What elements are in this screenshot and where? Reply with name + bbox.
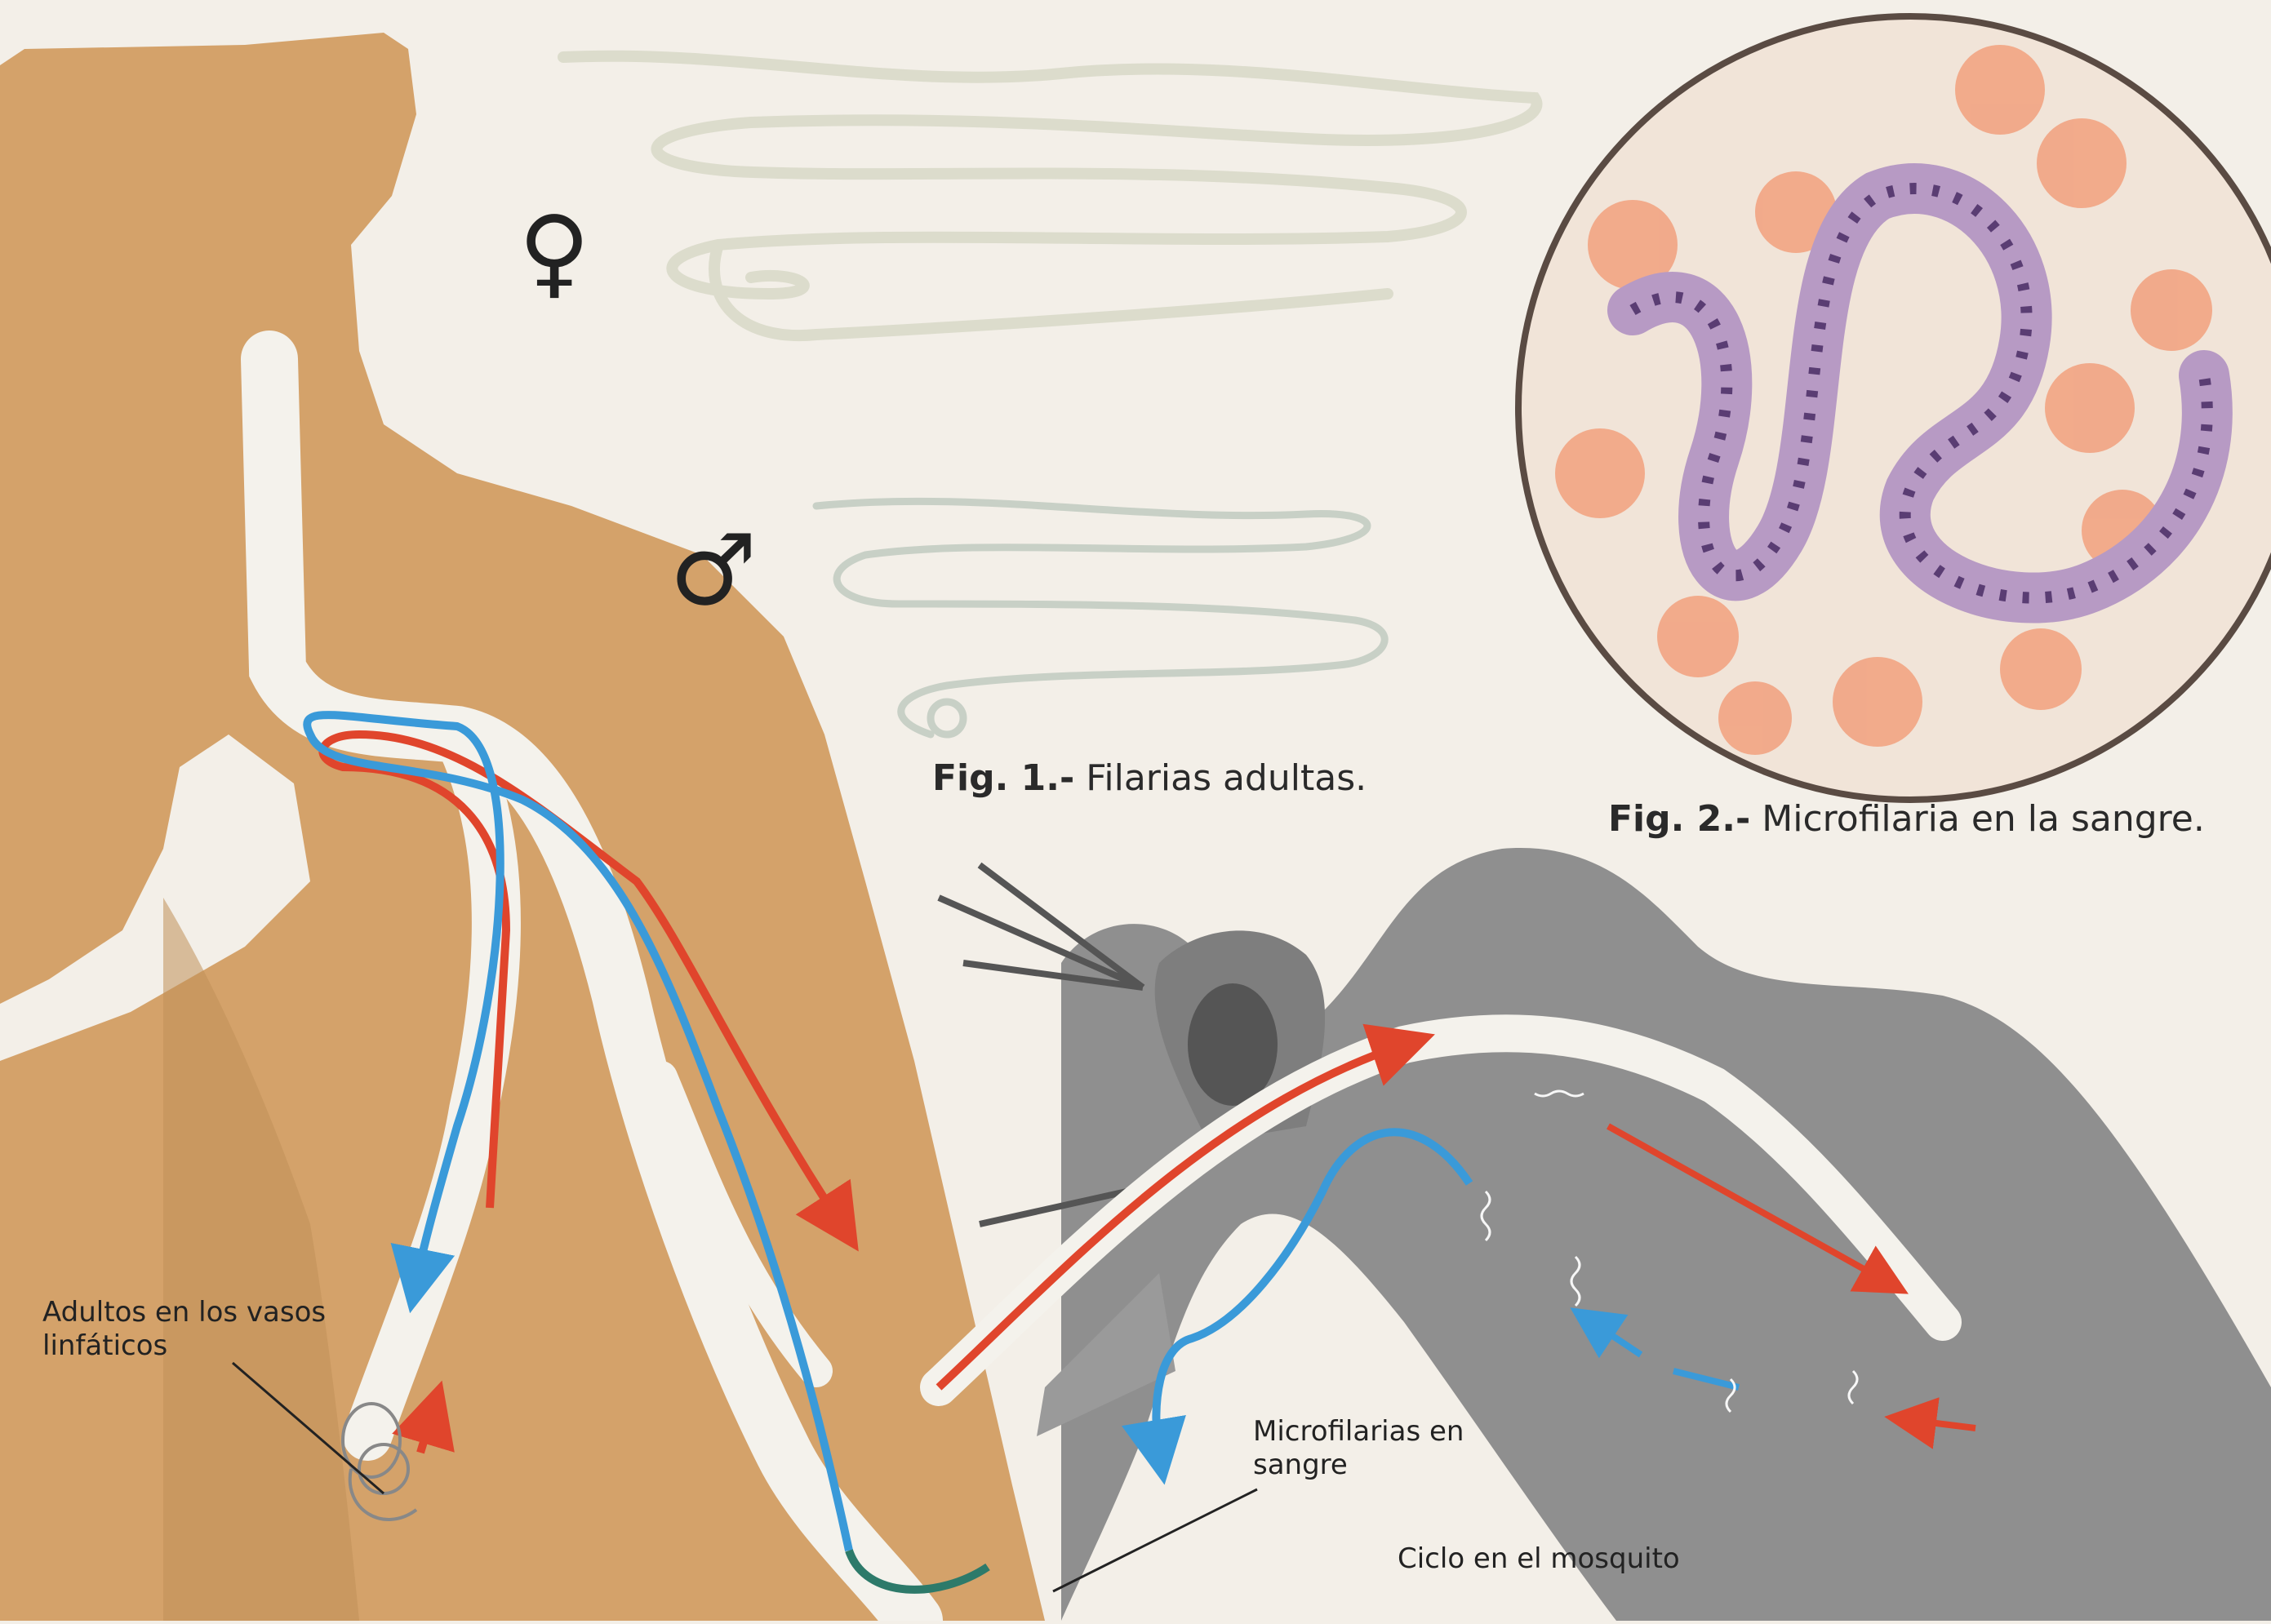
- adults-label-line2: linfáticos: [42, 1329, 326, 1363]
- figure2-caption: Fig. 2.- Microfilaria en la sangre.: [1608, 798, 2205, 841]
- micro-label-line1: Microfilarias en: [1253, 1415, 1464, 1449]
- female-worm: [563, 56, 1537, 335]
- figure2-text: Microfilaria en la sangre.: [1762, 798, 2205, 840]
- adults-label-line1: Adultos en los vasos: [42, 1296, 326, 1329]
- figure2-prefix: Fig. 2.-: [1608, 798, 1750, 840]
- adults-label: Adultos en los vasos linfáticos: [42, 1296, 326, 1363]
- micro-label-line2: sangre: [1253, 1449, 1464, 1482]
- male-symbol: ♂: [669, 522, 758, 620]
- male-worm: [816, 501, 1384, 734]
- figure1-prefix: Fig. 1.-: [932, 757, 1074, 799]
- microfilariae-label: Microfilarias en sangre: [1253, 1415, 1464, 1482]
- mosquito-eye: [1188, 983, 1278, 1106]
- figure1-caption: Fig. 1.- Filarias adultas.: [932, 757, 1367, 801]
- figure1-text: Filarias adultas.: [1086, 757, 1367, 799]
- mosquito-cycle-label: Ciclo en el mosquito: [1398, 1542, 1680, 1576]
- female-symbol: ♀: [518, 204, 590, 302]
